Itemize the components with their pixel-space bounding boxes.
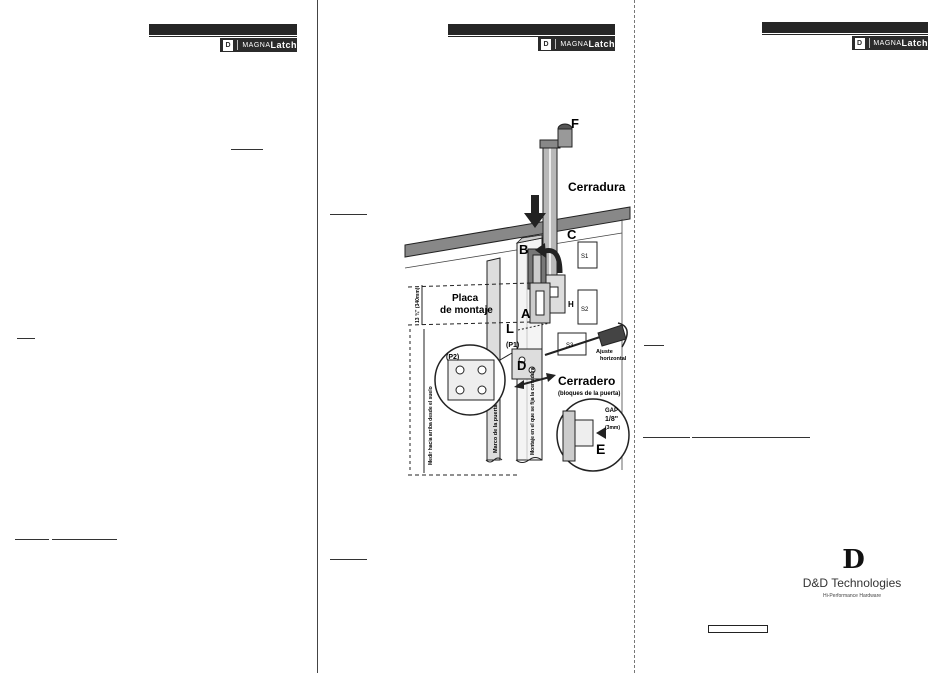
header-bar-left [149, 24, 297, 35]
underline-mark [17, 338, 35, 339]
installation-diagram: F Cerradura B C A H L (P1) (P2) D E Plac… [404, 116, 631, 476]
down-arrow-icon [524, 213, 546, 228]
label-s3: S3 [566, 343, 574, 349]
label-montaje: Montaje en el que se fija la cerradura [530, 367, 536, 455]
label-a: A [521, 306, 531, 321]
underline-mark [330, 214, 367, 215]
dd-symbol-icon: D [842, 545, 865, 575]
label-gap-mm: (3mm) [605, 425, 620, 431]
dd-logo-icon: D [855, 37, 865, 49]
label-gap-size: 1/8" [605, 416, 618, 423]
label-b: B [519, 242, 528, 257]
dd-logo-icon: D [541, 38, 552, 50]
label-f: F [571, 116, 579, 131]
empty-box [708, 625, 768, 633]
label-p2: (P2) [446, 354, 459, 361]
gap-arrow-icon [596, 427, 606, 439]
label-placa: Placa [452, 293, 479, 304]
logo-prefix: MAGNA [560, 40, 589, 48]
screwdriver-icon [544, 336, 601, 356]
label-cerradero: Cerradero [558, 374, 615, 388]
header-line-center [448, 36, 615, 37]
logo-suffix: Latch [588, 39, 615, 49]
company-name: D&D Technologies [802, 576, 902, 590]
header-bar-right [762, 22, 928, 33]
label-cerradura: Cerradura [568, 180, 626, 194]
label-h: H [568, 300, 574, 309]
label-d: D [517, 358, 526, 373]
underline-mark [644, 345, 664, 346]
label-horizontal: horizontal [600, 356, 627, 362]
header-line-right [762, 34, 928, 35]
label-s2: S2 [581, 307, 589, 313]
header-line-left [149, 36, 297, 37]
striker-s1 [577, 241, 598, 269]
underline-mark [643, 437, 690, 438]
underline-mark [330, 559, 367, 560]
label-l: L [506, 321, 514, 336]
label-ajuste: Ajuste [596, 349, 613, 355]
label-measure-floor: Medir hacia arriba desde el suelo [428, 386, 434, 465]
underline-mark [52, 539, 117, 540]
logo-prefix: MAGNA [242, 41, 271, 49]
underline-mark [231, 149, 263, 150]
label-measure-top: 13 ¾" (340mm) [414, 287, 421, 323]
label-p1: (P1) [506, 342, 519, 349]
dd-technologies-brand: D D&D Technologies Hi-Performance Hardwa… [796, 546, 908, 599]
logo-suffix: Latch [270, 40, 297, 50]
logo-suffix: Latch [901, 38, 928, 48]
column-divider-solid [317, 0, 318, 673]
strike-d [511, 348, 543, 380]
label-s1: S1 [581, 254, 589, 260]
label-e: E [596, 441, 605, 457]
label-gap: GAP [605, 408, 618, 414]
logo-prefix: MAGNA [873, 39, 902, 47]
company-tagline: Hi-Performance Hardware [822, 593, 882, 599]
label-marco: Marco de la puerta [493, 403, 499, 453]
underline-mark [692, 437, 810, 438]
label-cerradero-sub: (bloques de la puerta) [558, 391, 620, 397]
label-c: C [567, 227, 577, 242]
striker-s2 [577, 289, 598, 325]
dd-logo-icon: D [223, 39, 234, 51]
label-de-montaje: de montaje [440, 305, 493, 316]
column-divider-dashed [634, 0, 635, 673]
header-bar-center [448, 24, 615, 35]
underline-mark [15, 539, 49, 540]
